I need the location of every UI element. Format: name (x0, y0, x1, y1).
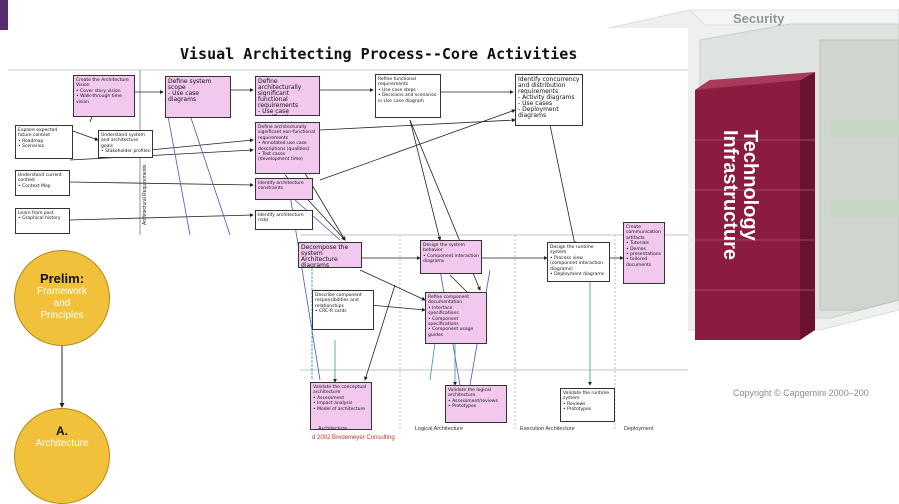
capgemini-copyright: Copyright © Capgemini 2000–200 (733, 388, 869, 398)
bredemeyer-copyright: d 2002 Bredemeyer Consulting (312, 435, 395, 441)
decompose-system-box: Decompose the system Architecture diagra… (298, 242, 362, 268)
prelim-circle[interactable]: Prelim: Framework and Principles (14, 250, 110, 346)
functional-requirements-box: Define architecturally significant funct… (255, 76, 320, 116)
create-vision-box: Create the Architecture Vision • Cover s… (73, 75, 135, 117)
diagram-title: Visual Architecting Process--Core Activi… (180, 45, 578, 63)
system-goals-box: Understand system and architecture goals… (98, 130, 153, 158)
lane-execution-architecture: Execution Architecture (520, 426, 575, 432)
refine-functional-requirements-box: Refine functional requirements • Use cas… (375, 74, 441, 118)
component-responsibilities-box: Describe component responsibilities and … (312, 290, 374, 330)
future-context-box: Explore expected future context • Roadma… (15, 125, 73, 159)
infrastructure-block-front (695, 80, 800, 340)
infrastructure-block-side (800, 72, 815, 340)
learn-from-past-box: Learn from past • Graphical history (15, 208, 70, 234)
current-context-box: Understand current context • Context Map (15, 170, 70, 196)
validate-logical-box: Validate the logical architecture • Asse… (445, 385, 507, 423)
runtime-system-box: Design the runtime system • Process view… (547, 242, 610, 282)
define-scope-box: Define system scope - Use case diagrams (165, 76, 231, 118)
concurrency-requirements-box: Identify concurrency and distribution re… (515, 74, 583, 126)
outer-layer-top (688, 9, 899, 26)
architecture-constraints-box: Identify architecture constraints (255, 178, 313, 200)
security-label: Security (733, 11, 785, 26)
non-functional-requirements-box: Define architecturally significant non-f… (255, 122, 320, 174)
inner-layer-shape (819, 39, 899, 311)
prelim-circle-title: Prelim: (39, 271, 85, 286)
a-circle-text: Architecture (35, 438, 89, 449)
lane-logical-architecture: Logical Architecture (415, 426, 463, 432)
validate-runtime-box: Validate the runtime system • Reviews • … (560, 388, 615, 422)
validate-conceptual-box: Validate the conceptual architecture • A… (310, 382, 372, 430)
system-behavior-box: Design the system behavior • Component i… (420, 240, 482, 274)
infrastructure-block-top (695, 72, 815, 90)
component-documentation-box: Refine component documentation • Interfa… (425, 292, 487, 344)
architecture-risks-box: Identify architecture risks (255, 210, 313, 230)
a-circle-title: A. (56, 424, 68, 438)
left-edge-strip (0, 0, 8, 30)
connector-lines (8, 69, 688, 430)
lane-deployment: Deployment (624, 426, 654, 432)
a-circle[interactable]: A. Architecture (14, 408, 110, 504)
prelim-circle-text: Framework and Principles (36, 286, 87, 321)
communication-artifacts-box: Create communication artifacts • Tutoria… (623, 222, 665, 284)
lane-architecture: Architecture (318, 426, 348, 432)
